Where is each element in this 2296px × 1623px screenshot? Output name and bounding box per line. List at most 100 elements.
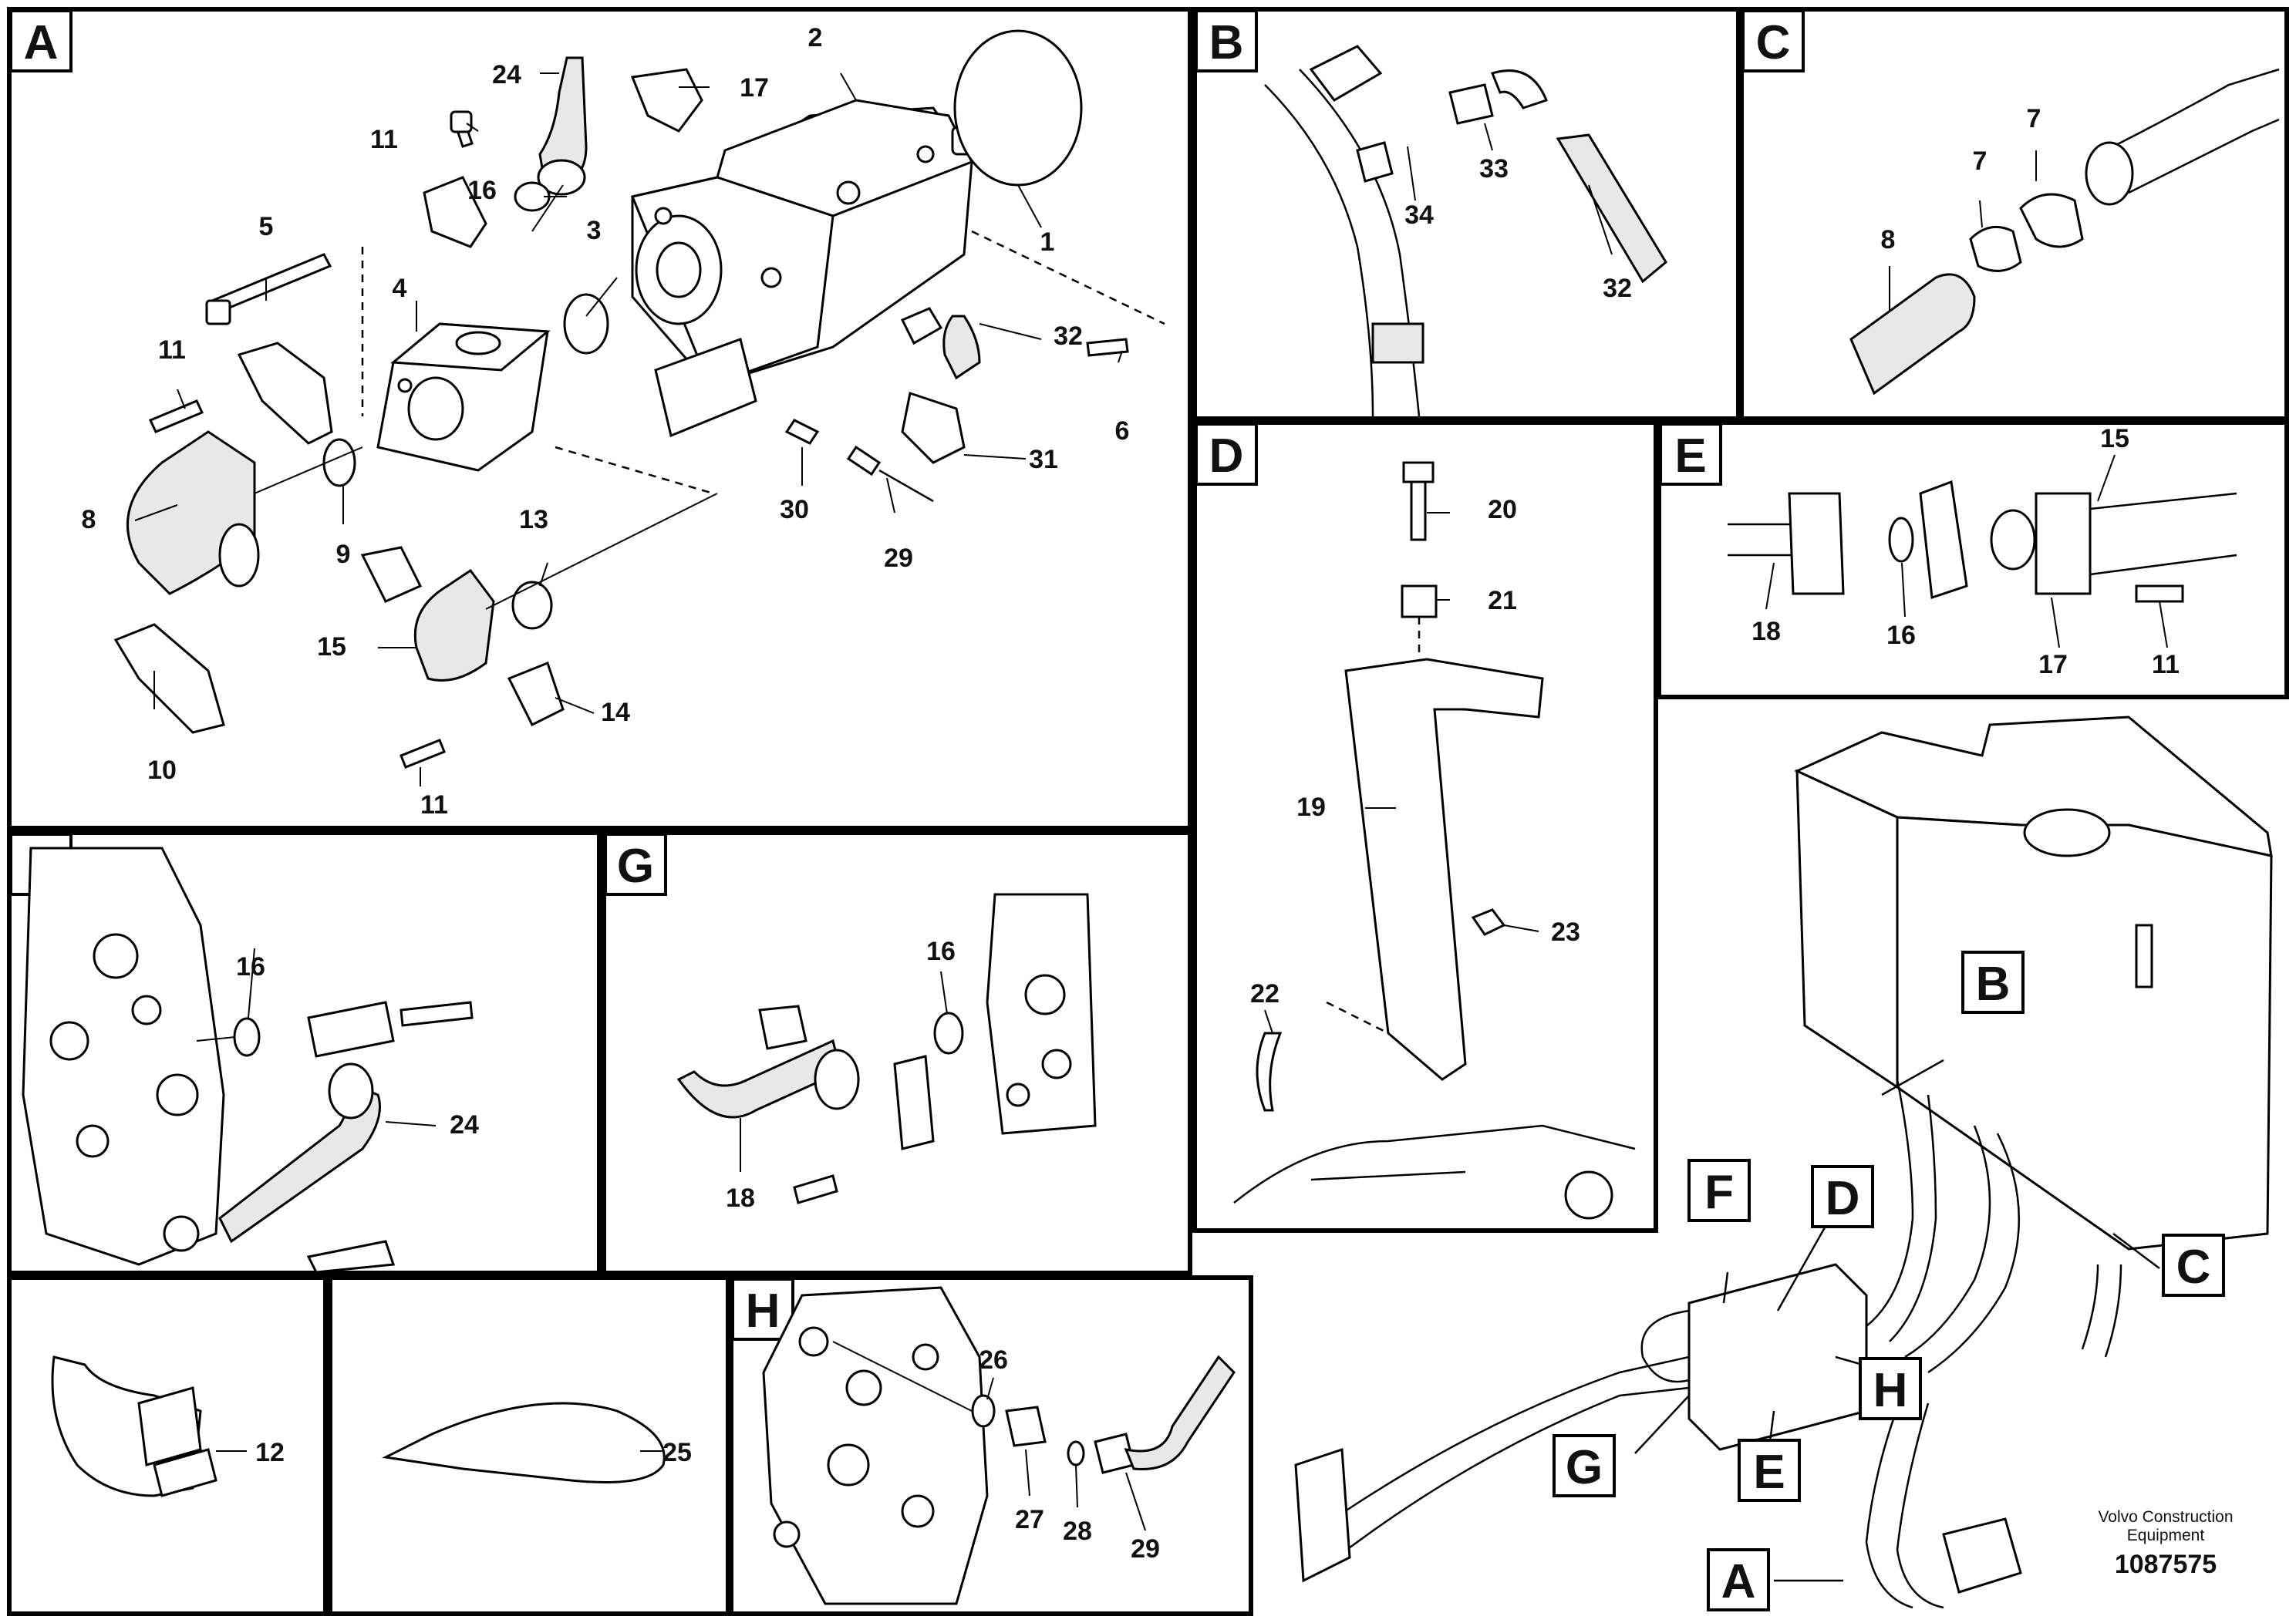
label-c-8: 8 [1881, 225, 1896, 254]
label-f-16: 16 [236, 952, 265, 982]
callout-e: E [1753, 1446, 1785, 1499]
label-e-15: 15 [2100, 424, 2129, 453]
fitting-29 [846, 445, 882, 476]
panel-a-tag: A [24, 16, 59, 69]
bolt-11 [2135, 584, 2184, 603]
elbow-33 [1490, 69, 1548, 109]
label-a-14: 14 [601, 698, 630, 727]
label-h-28: 28 [1063, 1517, 1092, 1546]
bolt-20-head [1402, 461, 1435, 483]
label-a-32: 32 [1054, 322, 1083, 351]
panel-h: H 26 27 28 29 [731, 1278, 1236, 1605]
panel-e: E 15 18 16 17 11 [1659, 423, 2237, 679]
panel-c-tag: C [1756, 16, 1791, 69]
panel-c: C 7 7 8 [1741, 9, 2280, 396]
label-h-29: 29 [1131, 1534, 1160, 1564]
label-d-20: 20 [1488, 495, 1517, 524]
cable-tie-25 [382, 1402, 666, 1483]
label-a-3: 3 [587, 216, 602, 245]
tank-side [1795, 769, 1899, 1089]
callout-b: B [1976, 958, 2011, 1011]
label-a-4: 4 [393, 274, 407, 303]
pump-assembly [1687, 1263, 1868, 1451]
flange-half-17 [630, 68, 703, 133]
label-b-34: 34 [1404, 200, 1434, 230]
panel-g-tag: G [617, 840, 654, 893]
panel-b-tag: B [1209, 16, 1244, 69]
clamp-7b [1969, 225, 2022, 272]
panel-a: A [9, 9, 1165, 820]
label-a-30: 30 [780, 495, 809, 524]
label-d-19: 19 [1296, 793, 1326, 822]
flange-half-10 [113, 623, 225, 734]
label-c-7-left: 7 [1973, 146, 1988, 176]
o-ring-16 [1888, 517, 1914, 563]
label-d-23: 23 [1551, 918, 1580, 947]
label-a-6: 6 [1115, 416, 1130, 446]
brand-block: Volvo Construction Equipment 1087575 [2098, 1508, 2233, 1579]
valve-block [762, 1286, 989, 1605]
flange-half [237, 342, 333, 445]
bracket-19 [1344, 658, 1544, 1081]
label-a-8: 8 [82, 505, 96, 534]
hose-clamp [1371, 322, 1424, 364]
label-a-9: 9 [336, 540, 351, 569]
o-ring-16 [933, 1012, 964, 1055]
hose-32 [942, 315, 981, 380]
brand-line-1: Volvo Construction [2098, 1508, 2233, 1526]
label-a-2: 2 [808, 23, 823, 52]
hose-15 [413, 568, 495, 682]
bolt [400, 1001, 474, 1027]
label-a-15: 15 [317, 632, 346, 662]
hose-8 [1849, 273, 1976, 396]
label-e-16: 16 [1886, 621, 1916, 650]
clamp-7 [2019, 193, 2084, 248]
label-g-18: 18 [726, 1184, 755, 1213]
tank-edge [1264, 84, 1374, 417]
fitting-30 [784, 419, 820, 445]
label-d-21: 21 [1488, 586, 1517, 615]
label-d-22: 22 [1250, 979, 1279, 1008]
o-ring-13 [511, 581, 553, 630]
panel-d-tag: D [1209, 429, 1244, 483]
adapter-27 [1005, 1406, 1047, 1447]
panel-e-tag: E [1674, 429, 1706, 483]
label-12: 12 [255, 1438, 285, 1467]
panel-frames [7, 7, 2289, 1616]
label-h-27: 27 [1015, 1505, 1044, 1534]
fitting-31 [901, 392, 966, 464]
panel-b: B 34 33 32 [1195, 9, 1667, 417]
brand-line-2: Equipment [2127, 1527, 2205, 1544]
flange-half-17 [1919, 480, 1968, 600]
manifold-block [376, 322, 551, 472]
callout-g: G [1566, 1441, 1603, 1494]
label-a-29: 29 [884, 544, 913, 573]
callout-f: F [1704, 1166, 1734, 1219]
hose-end [2085, 141, 2134, 206]
spacer-21 [1401, 584, 1438, 618]
label-b-32: 32 [1603, 274, 1632, 303]
callout-h: H [1873, 1364, 1908, 1417]
o-ring-28 [1067, 1440, 1085, 1466]
hose-29 [1124, 1355, 1236, 1471]
label-a-11-top: 11 [370, 125, 398, 154]
label-f-24: 24 [450, 1110, 479, 1140]
panel-h-tag: H [746, 1285, 781, 1338]
bolt-11c [400, 739, 446, 769]
label-a-10: 10 [147, 756, 177, 785]
flange-half-15 [360, 546, 423, 603]
panel-25: 25 [382, 1402, 692, 1483]
hose-clip-22 [1256, 1032, 1283, 1112]
label-a-17: 17 [740, 73, 769, 103]
label-a-24: 24 [492, 60, 521, 89]
flange-half-14 [507, 662, 565, 727]
flange-half-lower [306, 1240, 396, 1274]
flange-half [758, 1005, 807, 1050]
valve-block [22, 847, 225, 1266]
nut-23 [1471, 908, 1506, 936]
label-h-26: 26 [979, 1345, 1008, 1375]
callout-a: A [1721, 1555, 1756, 1608]
o-ring-16 [233, 1017, 261, 1057]
label-a-11-bottom: 11 [420, 790, 448, 820]
